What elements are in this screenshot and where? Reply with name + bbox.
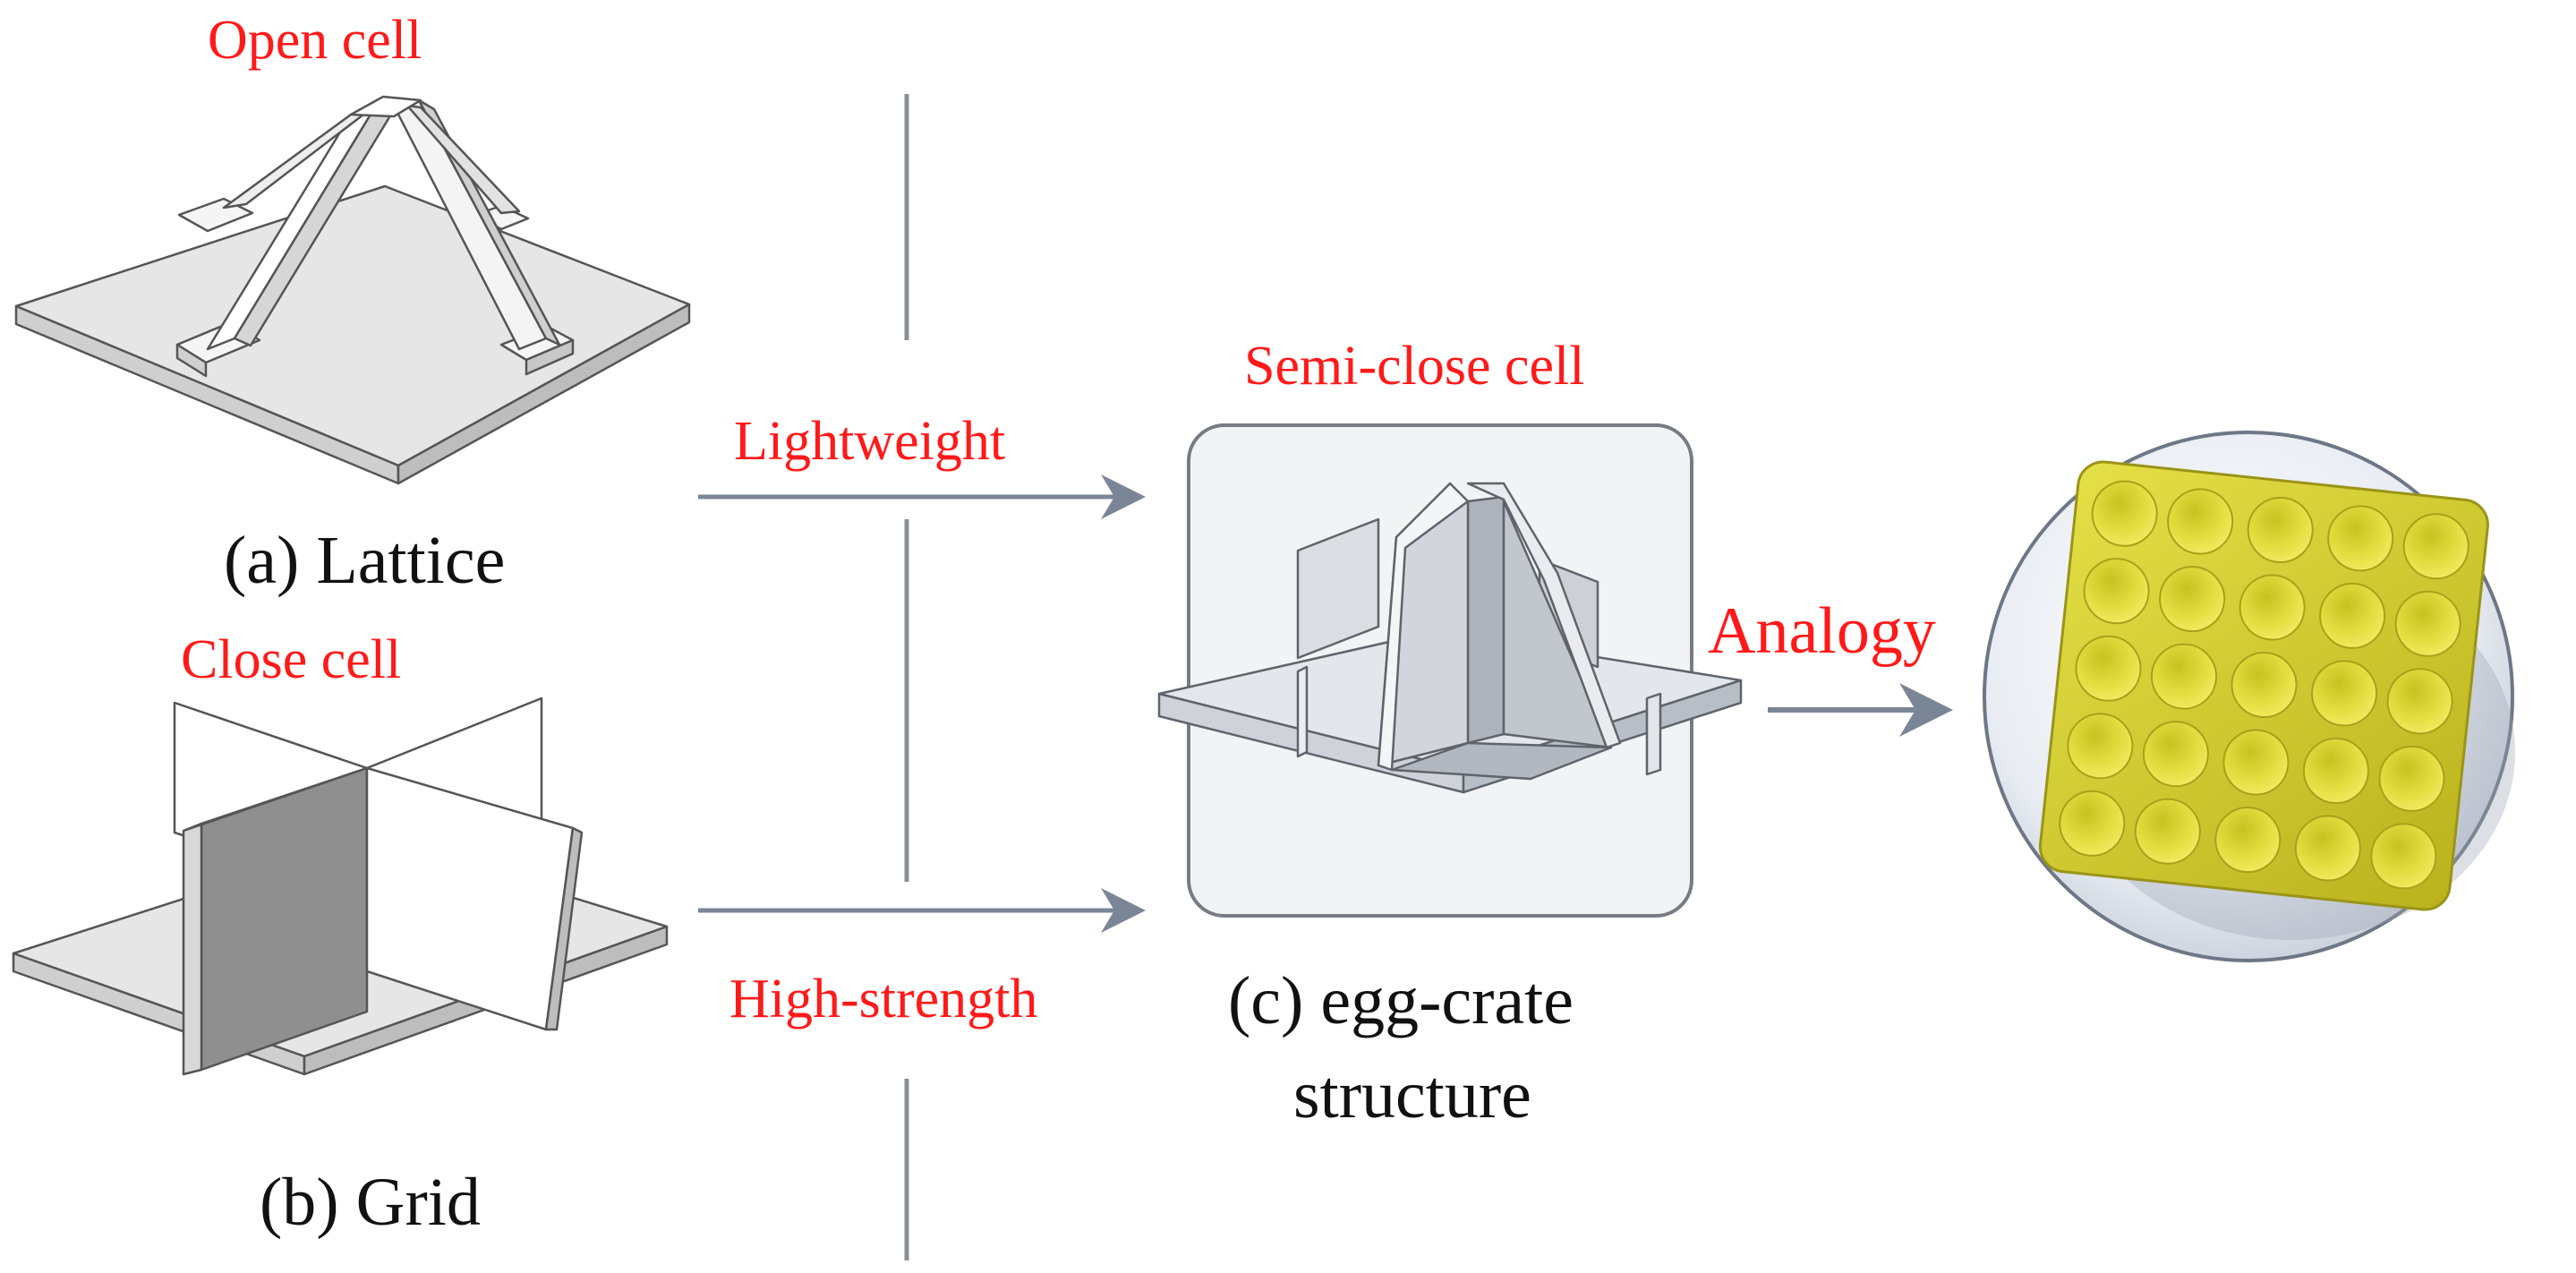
lattice-unit-illustration xyxy=(14,95,691,485)
open-cell-label: Open cell xyxy=(208,10,422,71)
high-strength-label: High-strength xyxy=(729,969,1038,1030)
close-cell-label: Close cell xyxy=(181,629,402,690)
semi-close-cell-label: Semi-close cell xyxy=(1244,336,1585,397)
egg-tray-photo xyxy=(1983,431,2515,962)
grid-unit-illustration xyxy=(12,696,669,1076)
egg-crate-unit-illustration xyxy=(1157,423,1743,918)
lattice-caption: (a) Lattice xyxy=(224,523,506,598)
egg-cups xyxy=(2059,480,2469,890)
egg-crate-caption-line2: structure xyxy=(1293,1057,1531,1132)
analogy-label: Analogy xyxy=(1708,594,1936,668)
grid-caption: (b) Grid xyxy=(260,1165,481,1240)
egg-crate-caption-line1: (c) egg-crate xyxy=(1228,963,1574,1038)
lightweight-label: Lightweight xyxy=(734,411,1006,472)
